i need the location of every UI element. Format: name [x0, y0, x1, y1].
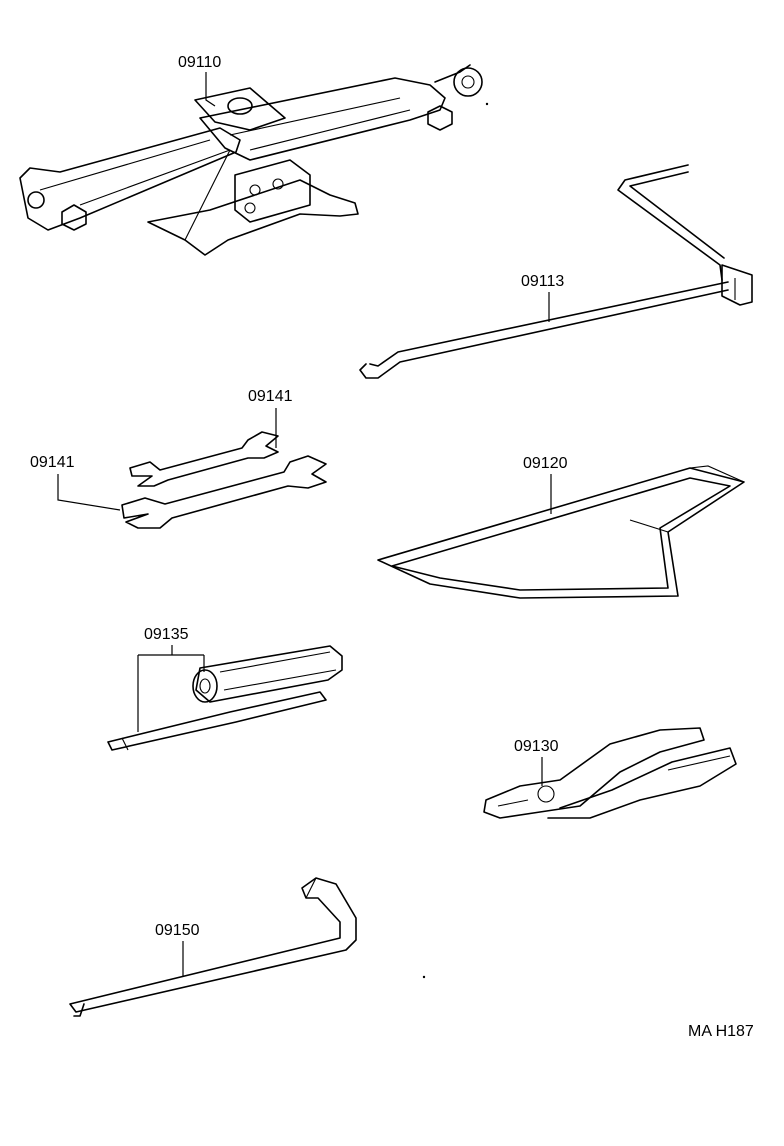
wrench-large — [121, 455, 327, 529]
leader-wrench-large — [57, 474, 121, 511]
speck-dot — [485, 102, 489, 106]
jack-handle — [359, 164, 753, 379]
wrench-small — [129, 431, 279, 487]
label-wrench-large: 09141 — [30, 454, 75, 471]
label-screwdriver: 09135 — [144, 626, 189, 643]
scissor-jack — [19, 64, 483, 256]
diagram-code: MA H187 — [688, 1023, 754, 1040]
label-jack-handle: 09113 — [521, 273, 564, 290]
speck-dot — [422, 975, 426, 979]
label-jack: 09110 — [178, 54, 221, 71]
label-pliers: 09130 — [514, 738, 559, 755]
leader-jack — [205, 72, 216, 107]
tool-bag — [377, 465, 745, 599]
label-tool-bag: 09120 — [523, 455, 568, 472]
label-wheel-wrench: 09150 — [155, 922, 200, 939]
screwdriver — [107, 645, 343, 751]
leader-screwdriver — [137, 645, 205, 732]
label-wrench-small: 09141 — [248, 388, 293, 405]
wheel-wrench — [69, 877, 357, 1017]
pliers — [483, 727, 737, 819]
